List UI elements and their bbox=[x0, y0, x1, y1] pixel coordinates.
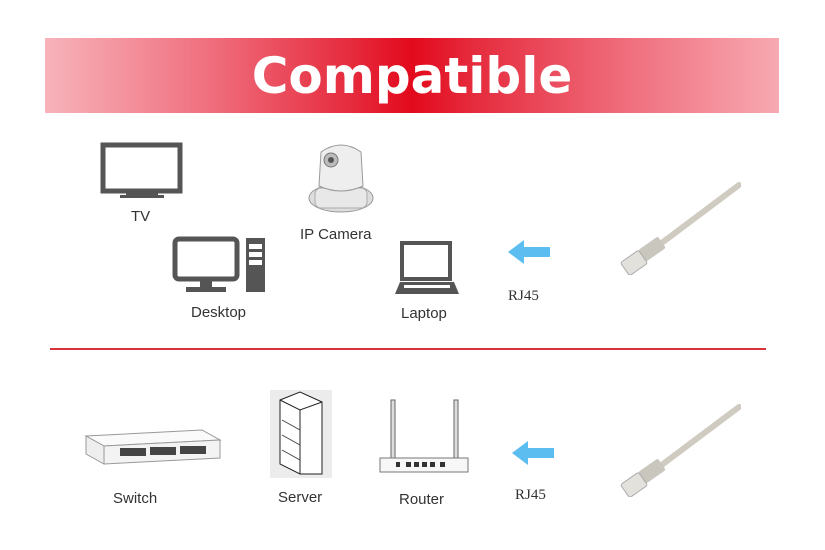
desktop-icon bbox=[172, 236, 265, 292]
arrow-left-icon bbox=[512, 441, 554, 465]
desktop-label: Desktop bbox=[191, 304, 247, 321]
banner-title: Compatible bbox=[251, 46, 573, 105]
rj45-label: RJ45 bbox=[515, 487, 546, 503]
ethernet-cable-icon bbox=[620, 404, 741, 497]
switch-icon bbox=[84, 429, 222, 465]
laptop-icon bbox=[395, 241, 459, 294]
rj45-label: RJ45 bbox=[508, 288, 539, 304]
tv-icon bbox=[100, 142, 183, 198]
compatible-banner: Compatible bbox=[45, 38, 779, 113]
server-icon bbox=[270, 390, 332, 478]
arrow-left-icon bbox=[508, 240, 550, 264]
laptop-label: Laptop bbox=[401, 305, 447, 322]
server-label: Server bbox=[278, 489, 323, 506]
ip-camera-icon bbox=[308, 144, 374, 213]
section-divider bbox=[50, 348, 766, 350]
switch-label: Switch bbox=[113, 490, 158, 507]
router-label: Router bbox=[399, 491, 445, 508]
ethernet-cable-icon bbox=[620, 182, 741, 275]
ip-camera-label: IP Camera bbox=[300, 226, 372, 243]
router-icon bbox=[379, 399, 469, 473]
tv-label: TV bbox=[131, 208, 151, 225]
